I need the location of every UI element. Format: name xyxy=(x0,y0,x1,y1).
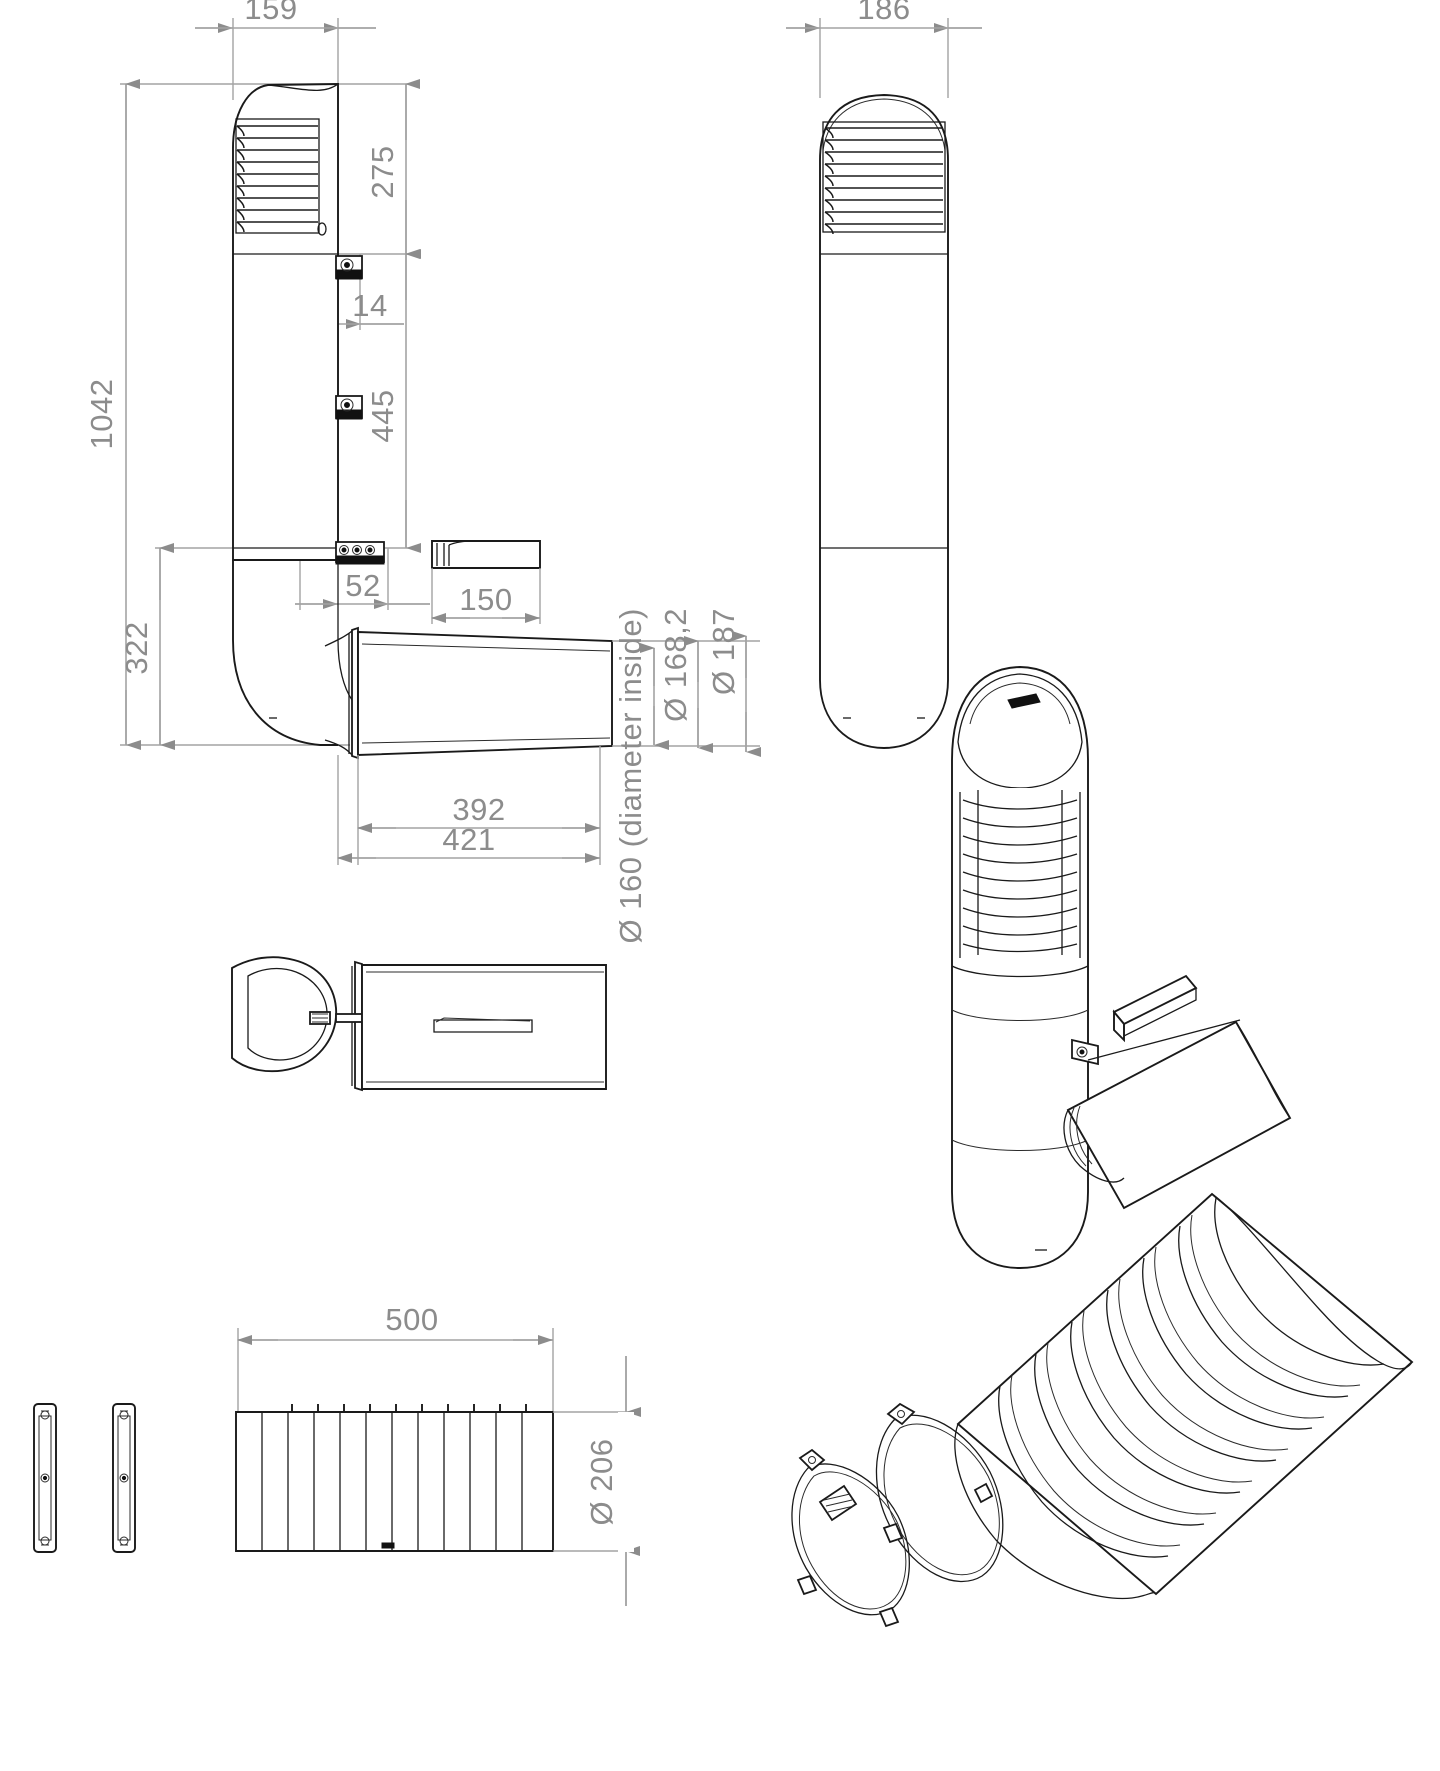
bracket-strip-left xyxy=(33,1403,57,1553)
cowl-body-front xyxy=(819,94,949,749)
dim-label-14: 14 xyxy=(352,288,387,323)
dim-label-150: 150 xyxy=(459,582,512,617)
dim-front-width: 186 xyxy=(786,0,982,33)
elbow-outer xyxy=(232,560,338,746)
duct-flange-curve2 xyxy=(324,739,353,756)
iso-duct-top-edge xyxy=(1087,1019,1241,1061)
dim-overall-height: 1042 xyxy=(84,79,141,750)
iso-cowl-top-mark xyxy=(1007,693,1041,709)
iso-louver-slats xyxy=(959,790,1081,958)
dim-label-1042: 1042 xyxy=(84,379,119,450)
dim-diameter-160: Ø 160 (diameter inside) xyxy=(613,608,669,943)
dim-bracket-spacing: 445 xyxy=(365,249,421,553)
dim-label-d1682: Ø 168,2 xyxy=(658,608,693,722)
louver-panel-side xyxy=(235,118,320,234)
side-vent-hole xyxy=(317,222,327,236)
bracket-clip-upper xyxy=(335,255,363,280)
louver-slats-front xyxy=(824,127,943,235)
view-top-plan xyxy=(231,956,607,1092)
dim-label-d160: Ø 160 (diameter inside) xyxy=(613,608,648,943)
dim-label-500: 500 xyxy=(385,1302,438,1337)
dim-label-159: 159 xyxy=(244,0,297,26)
duct-inner-line-top xyxy=(361,643,611,652)
plan-duct-body xyxy=(361,964,607,1090)
iso-duct-far-edge xyxy=(1235,1021,1291,1119)
flex-duct-ribs xyxy=(291,1404,527,1412)
dim-diameter-187: Ø 187 xyxy=(706,608,761,757)
iso-flex-corrugations xyxy=(998,1197,1385,1558)
dim-lower-height: 322 xyxy=(119,543,175,750)
view-iso-cowl xyxy=(951,666,1292,1269)
dim-label-d187: Ø 187 xyxy=(706,608,741,695)
cowl-dome-front xyxy=(822,98,946,151)
iso-louver-field xyxy=(960,788,1080,962)
dim-label-392: 392 xyxy=(452,792,505,827)
hose-clamp-ring-2 xyxy=(791,1448,910,1628)
bracket-strip-right xyxy=(112,1403,136,1553)
iso-duct-end-curve xyxy=(1063,1109,1125,1183)
dim-flex-length: 500 xyxy=(237,1302,553,1345)
plan-flange xyxy=(354,960,363,1092)
iso-duct-end-curve3 xyxy=(1076,1105,1093,1165)
iso-cowl-body xyxy=(951,666,1089,1269)
duct-inner-line-bottom xyxy=(361,737,611,744)
dim-label-186: 186 xyxy=(857,0,910,26)
iso-cowl-dome-inner xyxy=(969,682,1071,725)
louver-panel-front xyxy=(822,121,946,233)
view-side-elevation: 159 1042 275 14 445 xyxy=(84,0,761,943)
iso-flex-corrugation-shadows xyxy=(1010,1214,1361,1547)
dim-diameter-1682: Ø 168,2 xyxy=(658,608,713,753)
dim-label-275: 275 xyxy=(365,145,400,198)
iso-cowl-band3 xyxy=(951,1139,1089,1151)
hose-clamp-ring-1 xyxy=(875,1402,1004,1583)
iso-cowl-band2 xyxy=(951,1009,1089,1021)
dim-duct-length-outer: 421 xyxy=(337,822,600,863)
iso-flex-duct-far xyxy=(1211,1193,1413,1370)
dim-cowl-height: 275 xyxy=(365,79,421,259)
dim-label-322: 322 xyxy=(119,621,154,674)
dim-offset-14: 14 xyxy=(295,288,404,329)
dim-label-52: 52 xyxy=(345,568,380,603)
view-front-elevation: 186 xyxy=(786,0,982,749)
iso-duct-end-curve2 xyxy=(1069,1107,1087,1167)
iso-cowl-dome xyxy=(957,673,1083,789)
flex-duct-mark xyxy=(381,1542,395,1549)
iso-clip-part xyxy=(1112,974,1198,1043)
dim-base-offset: 52 xyxy=(295,568,430,609)
iso-flex-duct-end xyxy=(954,1423,1157,1600)
view-iso-flex-duct xyxy=(791,1192,1414,1628)
bracket-clip-lower xyxy=(335,541,385,565)
view-brackets xyxy=(33,1403,136,1553)
iso-bracket-clip xyxy=(1071,1038,1099,1066)
dim-label-421: 421 xyxy=(442,822,495,857)
flex-duct-corrugations xyxy=(261,1412,523,1551)
dim-clip-length: 150 xyxy=(431,582,540,623)
cowl-body-side xyxy=(232,83,339,561)
view-flex-duct: 500 Ø 206 xyxy=(235,1302,641,1606)
plan-clip-strip xyxy=(433,1017,533,1033)
bracket-clip-middle xyxy=(335,395,363,420)
plan-cowl-outline xyxy=(231,956,337,1073)
duct-flange-curve xyxy=(324,630,353,647)
flex-duct-body xyxy=(235,1411,554,1552)
clip-part-side xyxy=(431,540,541,569)
louver-slats-side xyxy=(236,125,318,233)
dim-label-445: 445 xyxy=(365,389,400,442)
dim-flex-diameter: Ø 206 xyxy=(584,1356,641,1606)
dim-width-top: 159 xyxy=(195,0,376,33)
dim-label-d206: Ø 206 xyxy=(584,1439,619,1526)
iso-cowl-band xyxy=(951,965,1089,978)
dim-duct-length-inner: 392 xyxy=(357,792,600,833)
